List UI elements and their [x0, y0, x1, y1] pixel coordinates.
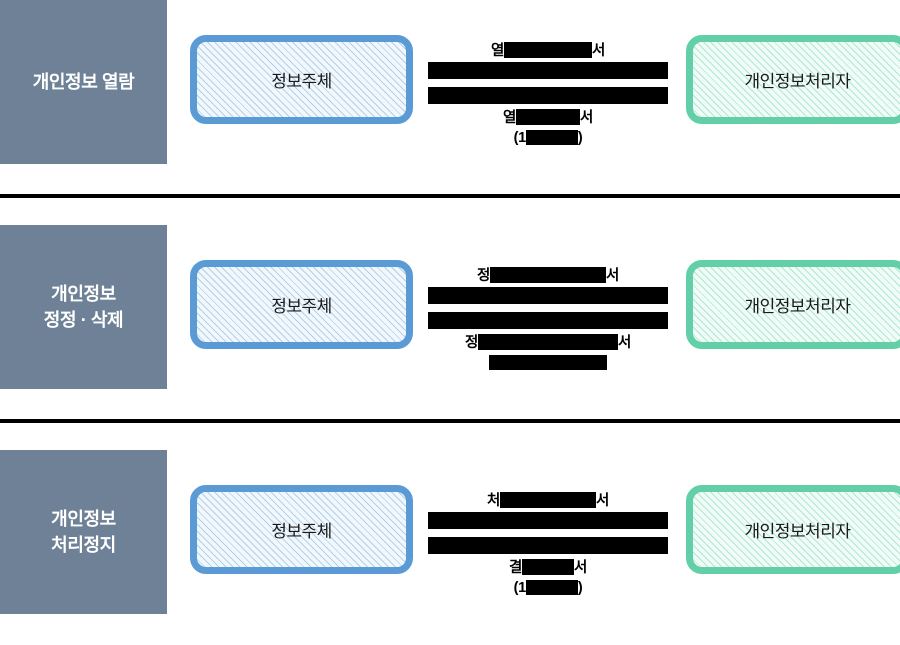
redaction-block	[490, 267, 606, 283]
return-arrow-redacted	[428, 537, 668, 554]
entity-label-data-controller: 개인정보처리자	[744, 522, 851, 541]
caption-prefix: 처	[486, 493, 500, 510]
redaction-block	[516, 109, 580, 125]
forward-arrow-redacted	[428, 512, 668, 529]
caption-suffix: 서	[618, 335, 632, 352]
redaction-block	[525, 129, 578, 145]
row-category-block: 개인정보 정정 · 삭제	[0, 225, 167, 389]
section-divider	[0, 194, 900, 198]
caption-suffix: 서	[596, 493, 610, 510]
caption-suffix: 서	[606, 268, 620, 285]
redaction-block	[522, 559, 574, 575]
caption-prefix: 열	[490, 43, 504, 60]
caption-prefix: 결	[508, 560, 522, 577]
caption-suffix: 서	[580, 110, 594, 127]
row-category-label: 개인정보 처리정지	[51, 508, 116, 555]
entity-box-data-controller[interactable]: 개인정보처리자	[686, 485, 900, 574]
caption-line-secondary	[428, 352, 668, 372]
entity-box-data-controller[interactable]: 개인정보처리자	[686, 260, 900, 349]
row-category-label: 개인정보 열람	[32, 71, 135, 92]
caption-suffix: 서	[592, 43, 606, 60]
redaction-block	[500, 492, 596, 508]
caption-prefix: 정	[464, 335, 478, 352]
entity-box-data-controller[interactable]: 개인정보처리자	[686, 35, 900, 124]
caption-secondary-suffix: )	[577, 130, 583, 147]
forward-arrow-redacted	[428, 62, 668, 79]
caption-line-secondary: (1)	[428, 127, 668, 147]
caption-suffix: 서	[574, 560, 588, 577]
redaction-block	[489, 354, 607, 370]
entity-label-data-controller: 개인정보처리자	[744, 72, 851, 91]
row-category-label: 개인정보 정정 · 삭제	[43, 283, 124, 330]
return-arrow-redacted	[428, 312, 668, 329]
caption-secondary-prefix: (1	[513, 130, 527, 147]
caption-prefix: 열	[502, 110, 516, 127]
entity-label-data-subject: 정보주체	[271, 522, 332, 541]
forward-arrow-redacted	[428, 287, 668, 304]
row-category-block: 개인정보 처리정지	[0, 450, 167, 614]
redaction-block	[525, 579, 578, 595]
redaction-block	[478, 334, 618, 350]
return-arrow-redacted	[428, 87, 668, 104]
entity-label-data-subject: 정보주체	[271, 72, 332, 91]
entity-box-data-subject[interactable]: 정보주체	[190, 260, 413, 349]
entity-label-data-controller: 개인정보처리자	[744, 297, 851, 316]
redaction-block	[504, 42, 592, 58]
caption-line-secondary: (1)	[428, 577, 668, 597]
caption-secondary-prefix: (1	[513, 580, 527, 597]
entity-box-data-subject[interactable]: 정보주체	[190, 35, 413, 124]
caption-secondary-suffix: )	[577, 580, 583, 597]
caption-prefix: 정	[476, 268, 490, 285]
section-divider	[0, 419, 900, 423]
row-category-block: 개인정보 열람	[0, 0, 167, 164]
entity-box-data-subject[interactable]: 정보주체	[190, 485, 413, 574]
entity-label-data-subject: 정보주체	[271, 297, 332, 316]
